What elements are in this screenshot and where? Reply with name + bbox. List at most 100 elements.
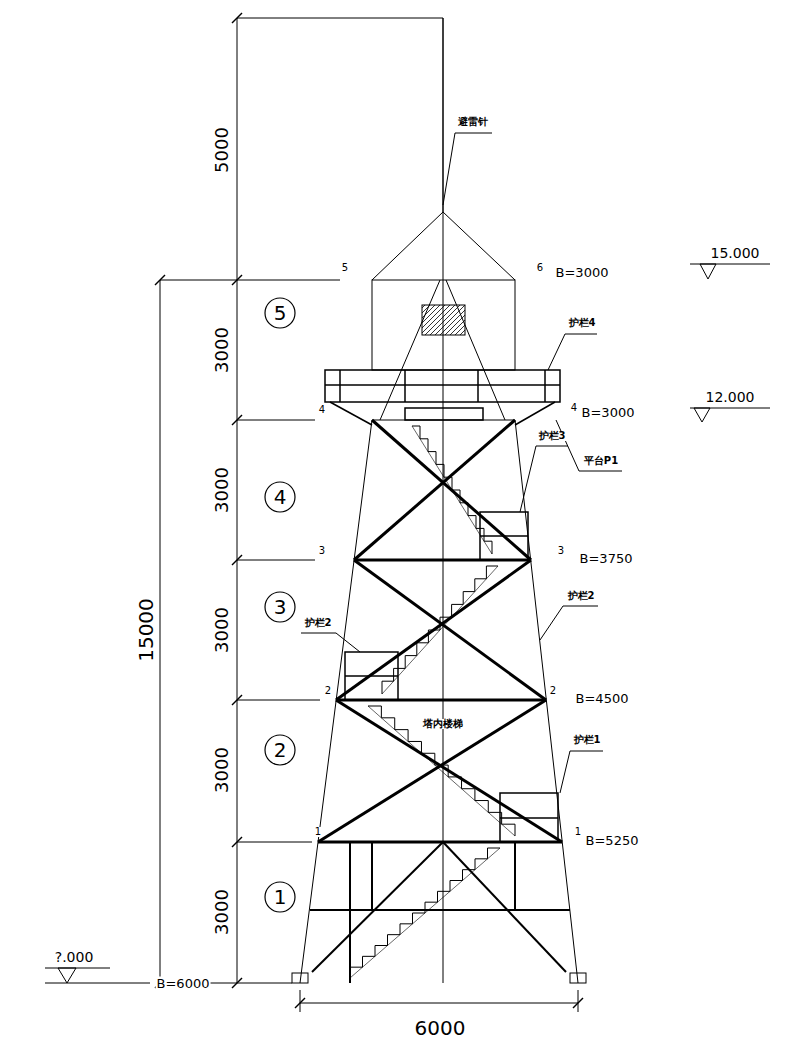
section-number: 1: [274, 887, 287, 907]
tower-bracing: [318, 420, 562, 842]
dimension-text: 15000: [136, 597, 156, 663]
dimension-text: 3000: [213, 888, 231, 936]
top-house: [372, 18, 515, 420]
leader-lines: [560, 751, 603, 793]
dimension-text: 3000: [213, 466, 231, 514]
joint-number: 3: [557, 546, 565, 556]
dimension-lines: [232, 837, 242, 847]
dimension-lines: [160, 280, 340, 281]
dimension-lines: [578, 990, 579, 1012]
circle-outline: [265, 298, 295, 328]
dimension-lines: [232, 13, 242, 23]
dimension-lines: [237, 420, 315, 421]
dimension-text: 3000: [213, 606, 231, 654]
elevation-marks: [45, 264, 770, 983]
elevation-marks: [58, 968, 76, 983]
dimension-text: 3000: [213, 326, 231, 374]
circle-outline: [265, 882, 295, 912]
elevation-text: 12.000: [705, 390, 756, 404]
circle-outline: [265, 592, 295, 622]
platform-railing: [404, 370, 406, 402]
circle-outline: [265, 482, 295, 512]
dimension-lines: [232, 415, 242, 425]
guard-rails: [500, 793, 558, 842]
stair-flight: [412, 426, 492, 554]
elevation-marks: [45, 983, 150, 984]
width-text: B=5250: [585, 834, 640, 847]
dimension-lines: [232, 555, 242, 565]
callout-label: 护栏2: [304, 618, 333, 628]
stair-stringer: [368, 706, 515, 836]
leader-lines: [548, 334, 597, 370]
callout-label: 护栏1: [573, 735, 602, 745]
joint-number: 5: [341, 263, 349, 273]
guard-rails: [500, 817, 558, 819]
base-frame: [312, 842, 443, 972]
dimension-lines: [232, 275, 242, 285]
platform-railing: [325, 370, 560, 402]
dimension-lines: [155, 13, 583, 1008]
dimension-lines: [237, 842, 312, 843]
guard-rails: [345, 675, 398, 677]
section-circle: 5: [264, 297, 296, 329]
stair-flight: [350, 848, 500, 978]
dimension-lines: [300, 1003, 578, 1004]
elevation-text: 15.000: [710, 246, 761, 260]
tower-bracing: [354, 560, 546, 700]
width-text: B=3000: [555, 266, 610, 279]
leader-lines: [301, 633, 360, 652]
elevation-marks: [700, 264, 716, 279]
elevation-marks: [45, 968, 110, 969]
tower-legs: [292, 420, 586, 983]
dimension-lines: [300, 990, 301, 1012]
stair-stringer: [350, 848, 500, 978]
width-text: B=3750: [579, 552, 634, 565]
tower-legs: [292, 973, 308, 983]
leader-lines: [443, 133, 492, 205]
callout-label: 塔内楼梯: [422, 719, 464, 729]
platform-railing: [325, 384, 560, 386]
dimension-lines: [208, 983, 292, 984]
callout-label: 护栏3: [538, 431, 567, 441]
callout-label: 护栏4: [568, 318, 597, 328]
section-circle: 2: [264, 734, 296, 766]
platform-railing: [477, 370, 479, 402]
stair-flight: [368, 706, 515, 836]
dimension-lines: [155, 275, 165, 285]
joint-number: 1: [574, 827, 582, 837]
platform-railing: [515, 402, 555, 425]
width-text: B=3000: [581, 406, 636, 419]
dimension-lines: [295, 998, 305, 1008]
width-text: B=6000: [156, 977, 211, 990]
callout-label: 避雷针: [457, 117, 489, 127]
circle-outline: [265, 735, 295, 765]
base-frame: [349, 842, 351, 983]
platform-railing: [405, 408, 483, 420]
stair-flights: [350, 426, 515, 978]
section-number: 5: [274, 303, 287, 323]
section-number: 2: [274, 740, 287, 760]
tower-bracing: [372, 420, 531, 560]
leader-lines: [540, 606, 598, 640]
joint-number: 2: [549, 686, 557, 696]
platform-railing: [325, 370, 560, 425]
joint-number: 4: [318, 405, 326, 415]
guard-rails: [480, 512, 528, 560]
top-house: [372, 280, 515, 370]
tower-legs: [570, 973, 586, 983]
tower-bracing: [336, 560, 531, 700]
dimension-lines: [160, 280, 161, 983]
base-frame: [514, 842, 516, 910]
joint-number: 6: [536, 263, 544, 273]
joint-number: 3: [318, 546, 326, 556]
platform-railing: [544, 370, 546, 402]
elevation-marks: [694, 408, 710, 422]
platform-railing: [339, 370, 341, 402]
section-circle: 4: [264, 481, 296, 513]
stair-stringer: [382, 566, 498, 694]
dimension-lines: [237, 18, 443, 19]
leader-lines: [520, 446, 568, 512]
guard-rails: [480, 535, 528, 537]
